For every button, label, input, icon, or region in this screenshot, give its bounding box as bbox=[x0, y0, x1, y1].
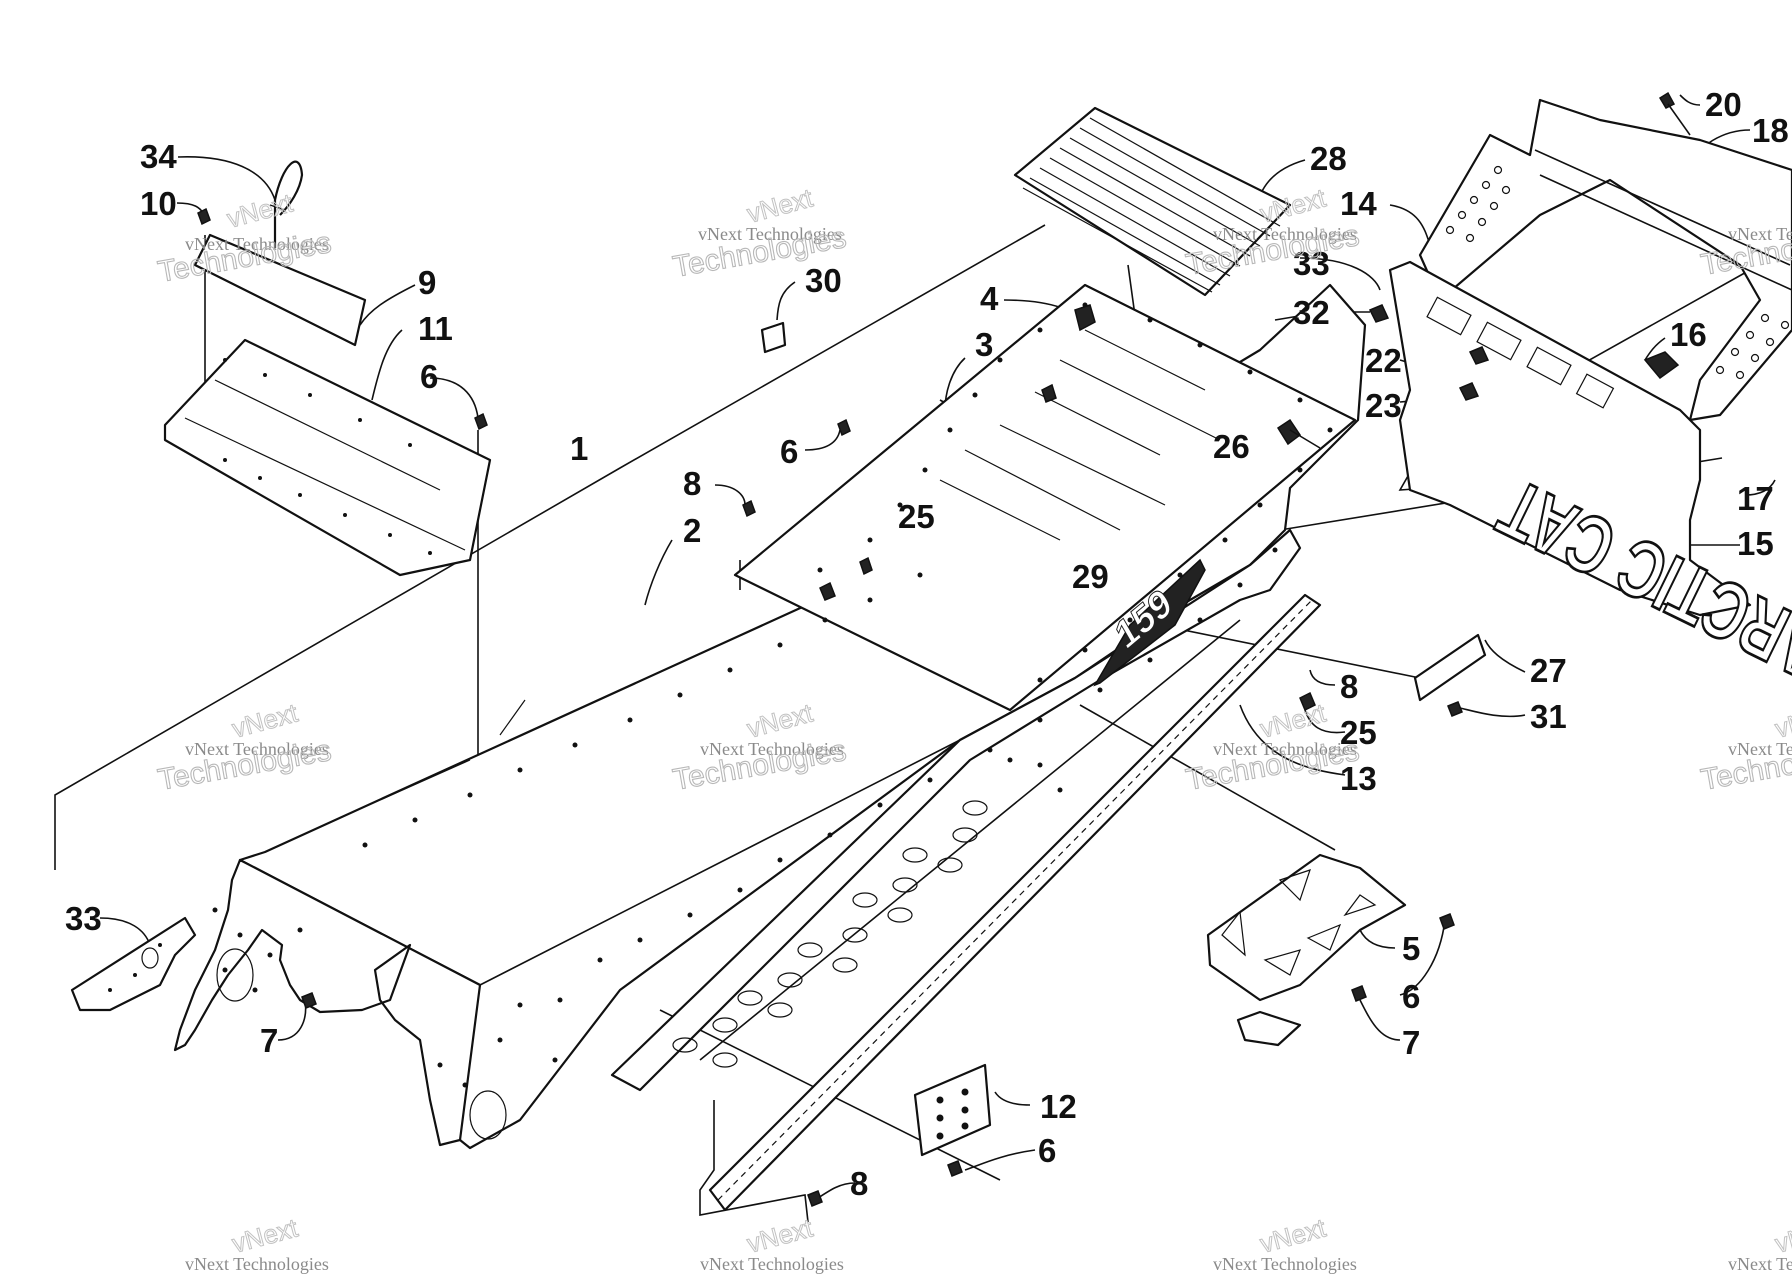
svg-text:vNext Technologies: vNext Technologies bbox=[1728, 224, 1792, 244]
part-label-29: 29 bbox=[1072, 558, 1109, 595]
svg-text:vNext Technologies: vNext Technologies bbox=[1728, 739, 1792, 759]
part-label-9: 9 bbox=[418, 264, 436, 301]
svg-text:vNext Technologies: vNext Technologies bbox=[1213, 224, 1357, 244]
part-label-20: 20 bbox=[1705, 86, 1742, 123]
svg-text:vNext Technologies: vNext Technologies bbox=[700, 739, 844, 759]
part-label-2: 2 bbox=[683, 512, 701, 549]
part-label-1: 1 bbox=[570, 430, 588, 467]
part-label-26: 27 bbox=[1530, 652, 1567, 689]
svg-text:vNext Technologies: vNext Technologies bbox=[185, 234, 329, 254]
svg-text:vNext: vNext bbox=[224, 187, 297, 233]
part-label-17: 17 bbox=[1737, 480, 1774, 517]
svg-text:vNext: vNext bbox=[1257, 182, 1330, 228]
part-label-7-a: 7 bbox=[1402, 1024, 1420, 1061]
svg-text:vNext: vNext bbox=[1257, 1212, 1330, 1258]
part-label-23: 23 bbox=[1365, 387, 1402, 424]
part-label-6-b: 6 bbox=[780, 433, 798, 470]
part-label-22: 22 bbox=[1365, 342, 1402, 379]
part-label-28: 28 bbox=[1310, 140, 1347, 177]
svg-text:vNext Technologies: vNext Technologies bbox=[698, 224, 842, 244]
svg-text:vNext: vNext bbox=[744, 182, 817, 228]
part-label-32: 33 bbox=[1293, 245, 1330, 282]
svg-text:vNext Technologies: vNext Technologies bbox=[185, 739, 329, 759]
part-label-12: 12 bbox=[1040, 1088, 1077, 1125]
part-label-6-a: 6 bbox=[420, 358, 438, 395]
rail-strip bbox=[708, 593, 1322, 1212]
footrest-bracket bbox=[1206, 853, 1407, 1047]
svg-text:vNext: vNext bbox=[229, 697, 302, 743]
part-label-16: 16 bbox=[1670, 316, 1707, 353]
flap-strap bbox=[273, 160, 304, 248]
svg-text:vNext: vNext bbox=[229, 1212, 302, 1258]
hardware bbox=[197, 207, 1490, 1207]
part-label-10: 10 bbox=[140, 185, 177, 222]
part-label-6-d: 6 bbox=[1038, 1132, 1056, 1169]
part-label-30: 30 bbox=[805, 262, 842, 299]
svg-text:vNext Technologies: vNext Technologies bbox=[1213, 739, 1357, 759]
part-label-25-b: 25 bbox=[1340, 714, 1377, 751]
part-number-labels: 34 10 9 11 6 1 30 4 3 6 8 25 2 28 14 33 … bbox=[65, 86, 1789, 1202]
part-label-13: 13 bbox=[1340, 760, 1377, 797]
svg-text:vNext: vNext bbox=[1257, 697, 1330, 743]
part-label-15: 15 bbox=[1737, 525, 1774, 562]
svg-text:vNext: vNext bbox=[1772, 697, 1792, 743]
part-label-14: 14 bbox=[1340, 185, 1377, 222]
part-label-8-c: 8 bbox=[850, 1165, 868, 1202]
part-label-3: 3 bbox=[975, 326, 993, 363]
svg-text:vNext: vNext bbox=[744, 1212, 817, 1258]
rear-bumper-assembly: ARCTIC CAT bbox=[1388, 91, 1792, 699]
part-label-8-b: 8 bbox=[1340, 668, 1358, 705]
bracket-plate bbox=[1413, 633, 1487, 702]
svg-text:vNext Technologies: vNext Technologies bbox=[185, 1254, 329, 1274]
svg-text:vNext Technologies: vNext Technologies bbox=[1213, 1254, 1357, 1274]
tunnel-vent-holes bbox=[672, 800, 988, 1068]
part-label-33: 33 bbox=[65, 900, 102, 937]
reinforcement-plate bbox=[913, 1063, 992, 1157]
part-label-6-c: 6 bbox=[1402, 978, 1420, 1015]
svg-text:vNext Technologies: vNext Technologies bbox=[1728, 1254, 1792, 1274]
svg-text:vNext Technologies: vNext Technologies bbox=[700, 1254, 844, 1274]
part-label-34: 34 bbox=[140, 138, 177, 175]
part-label-27: 31 bbox=[1530, 698, 1567, 735]
running-board-mat bbox=[1013, 106, 1292, 297]
part-label-11: 11 bbox=[418, 310, 453, 347]
part-label-7-b: 7 bbox=[260, 1022, 278, 1059]
tunnel-assembly bbox=[173, 283, 1367, 1150]
part-label-8-a: 8 bbox=[683, 465, 701, 502]
svg-text:vNext: vNext bbox=[1772, 1212, 1792, 1258]
part-label-25-a: 26 bbox=[1213, 428, 1250, 465]
rear-side-panel bbox=[70, 916, 197, 1012]
flap-assembly bbox=[163, 233, 492, 577]
part-label-5: 5 bbox=[1402, 930, 1420, 967]
part-label-31: 32 bbox=[1293, 294, 1330, 331]
part-label-18: 18 bbox=[1752, 112, 1789, 149]
part-label-24: 25 bbox=[898, 498, 935, 535]
decal-small bbox=[760, 321, 787, 354]
part-label-4: 4 bbox=[980, 280, 999, 317]
